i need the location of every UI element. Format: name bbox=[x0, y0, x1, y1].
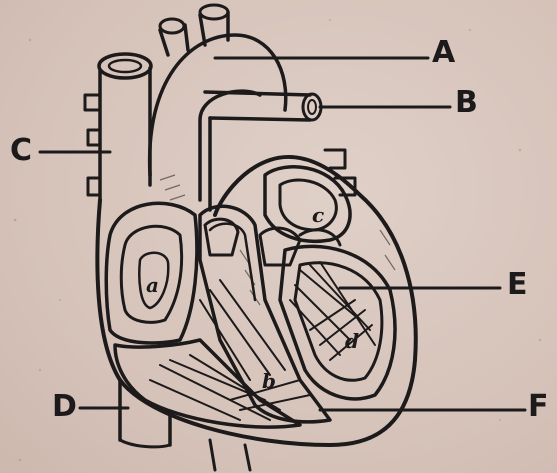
label-D: D bbox=[52, 392, 77, 422]
label-A: A bbox=[432, 38, 455, 68]
pulmonary-artery bbox=[205, 92, 321, 210]
label-B: B bbox=[455, 88, 478, 118]
chamber-label-a: a bbox=[146, 273, 159, 297]
chamber-label-b: b bbox=[262, 369, 276, 393]
label-C: C bbox=[10, 136, 32, 166]
aorta bbox=[150, 5, 286, 200]
superior-vena-cava bbox=[85, 54, 151, 200]
label-F: F bbox=[528, 392, 549, 422]
label-E: E bbox=[507, 270, 528, 300]
apex-vessel bbox=[210, 440, 250, 470]
chamber-label-c: c bbox=[312, 203, 324, 227]
chamber-label-d: d bbox=[345, 329, 359, 353]
